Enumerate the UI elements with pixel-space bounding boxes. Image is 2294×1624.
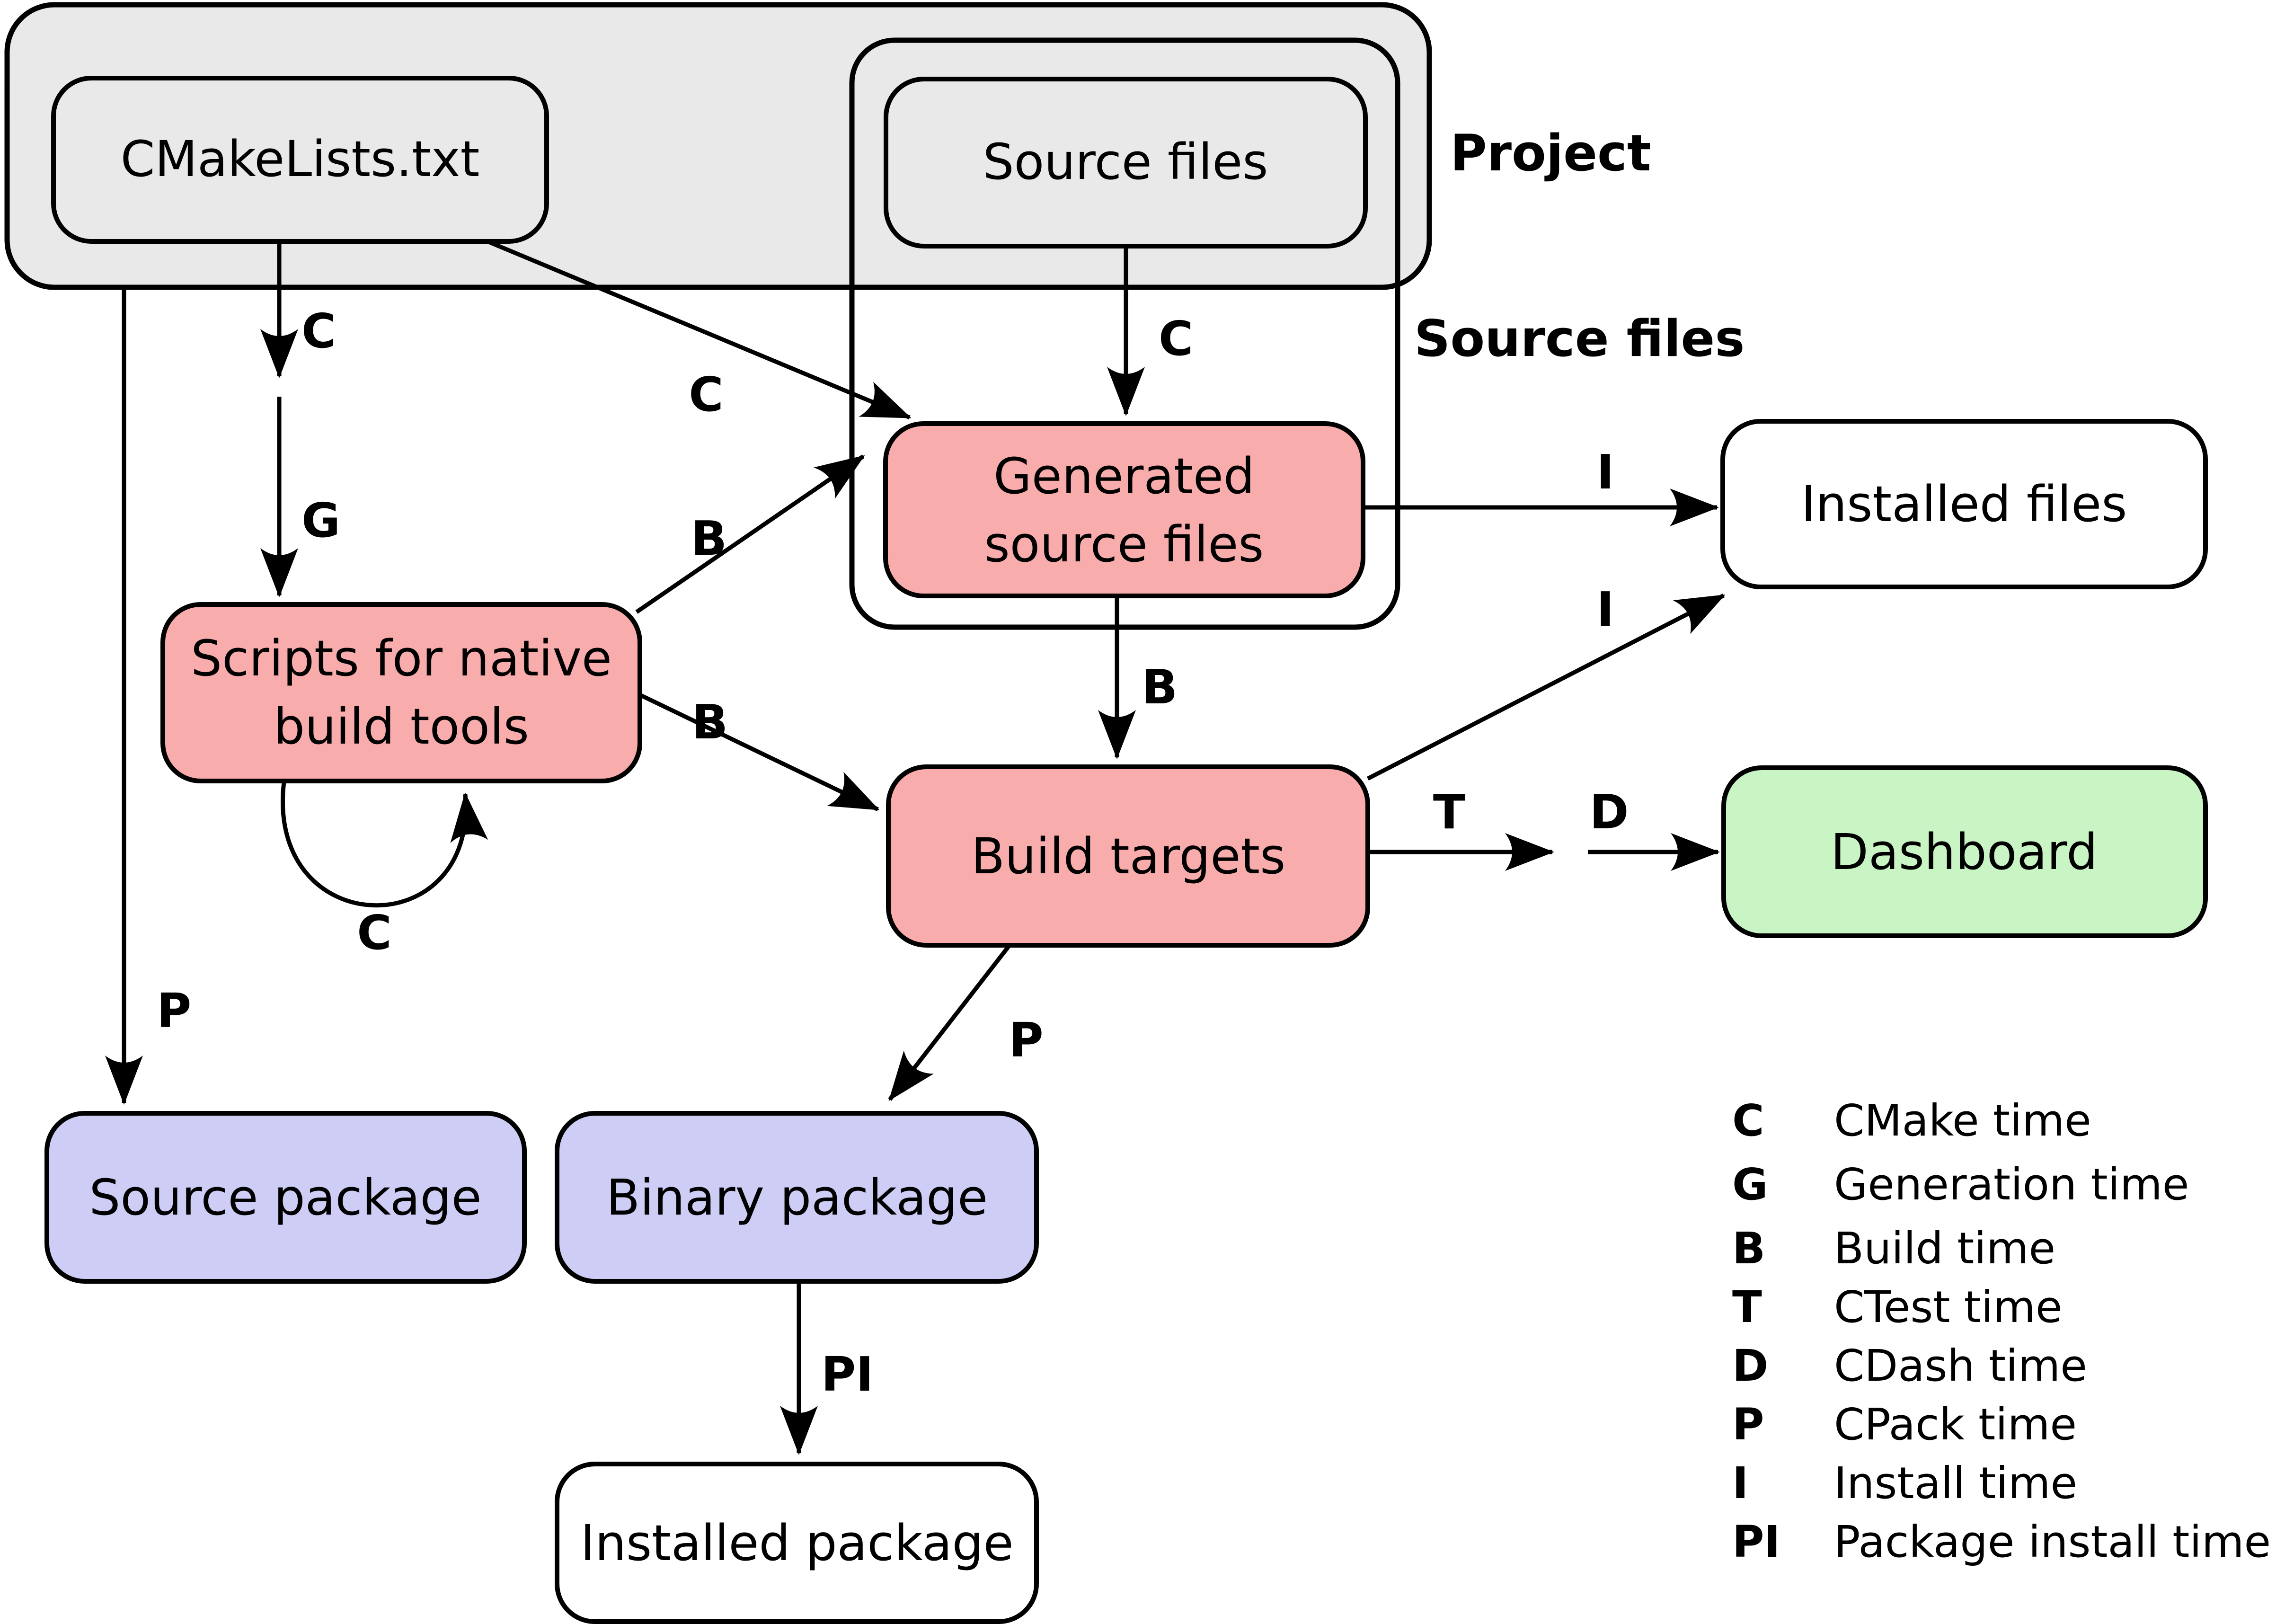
legend-key-g: G	[1732, 1159, 1768, 1210]
edge-label-g: G	[301, 493, 340, 548]
node-installed-package-label: Installed package	[580, 1514, 1013, 1572]
node-binary-package-label: Binary package	[606, 1169, 988, 1226]
legend-row: P CPack time	[1732, 1399, 2077, 1450]
edge-label-i2: I	[1596, 582, 1614, 637]
node-dashboard: Dashboard	[1721, 765, 2208, 938]
node-source-files-box	[884, 77, 1368, 248]
node-installed-files-label: Installed files	[1801, 475, 2127, 533]
node-cmakelists-box	[51, 76, 549, 244]
legend-key-i: I	[1732, 1458, 1748, 1509]
legend-label-build-time: Build time	[1834, 1223, 2055, 1274]
node-generated-source-files: Generated source files	[883, 421, 1365, 598]
legend-row: C CMake time	[1732, 1095, 2091, 1146]
node-generated-source-files-label-line1: Generated	[993, 447, 1255, 505]
node-installed-files: Installed files	[1720, 419, 2208, 589]
node-binary-package: Binary package	[555, 1111, 1039, 1284]
legend-row: D CDash time	[1732, 1340, 2087, 1391]
node-build-targets-box	[886, 764, 1370, 948]
edge-scripts-generated-b	[635, 454, 865, 614]
edge-label-p-diagonal: P	[1009, 1012, 1043, 1068]
edge-label-b2: B	[691, 511, 727, 566]
node-generated-source-files-box	[883, 421, 1365, 598]
edge-label-c1: C	[301, 303, 336, 359]
edge-label-pi: PI	[821, 1347, 874, 1402]
node-scripts-native-build-box	[160, 602, 642, 783]
legend-key-t: T	[1732, 1282, 1762, 1332]
node-installed-package-box	[555, 1462, 1039, 1624]
legend-label-cmake-time: CMake time	[1834, 1095, 2091, 1146]
node-source-package-box	[44, 1111, 527, 1284]
node-generated-source-files-label-line2: source files	[984, 515, 1264, 573]
edge-label-b3: B	[692, 694, 728, 750]
edge-label-c2: C	[1159, 311, 1193, 366]
legend-key-d: D	[1732, 1340, 1768, 1391]
node-source-package: Source package	[44, 1111, 527, 1284]
legend-row: I Install time	[1732, 1458, 2077, 1509]
node-source-files: Source files	[884, 77, 1368, 248]
node-source-files-label: Source files	[983, 133, 1268, 191]
legend-label-package-install-time: Package install time	[1834, 1517, 2271, 1567]
edge-label-c-loop: C	[357, 905, 391, 960]
edge-cmakelists-generated-c	[487, 239, 912, 420]
legend-row: PI Package install time	[1732, 1517, 2271, 1567]
edge-label-i1: I	[1596, 444, 1614, 500]
node-installed-files-box	[1720, 419, 2208, 589]
legend-row: T CTest time	[1732, 1282, 2063, 1332]
node-binary-package-box	[555, 1111, 1039, 1284]
edge-scripts-self-loop-c	[281, 781, 488, 907]
node-cmakelists-label: CMakeLists.txt	[121, 130, 480, 188]
source-files-group-label: Source files	[1414, 310, 1745, 368]
legend-key-c: C	[1732, 1095, 1764, 1146]
node-source-package-label: Source package	[89, 1169, 481, 1226]
node-build-targets-label: Build targets	[971, 827, 1286, 885]
edge-label-b1: B	[1142, 659, 1178, 715]
legend-key-b: B	[1732, 1223, 1765, 1274]
legend-label-generation-time: Generation time	[1834, 1159, 2189, 1210]
edge-buildtargets-installedfiles-i	[1366, 593, 1726, 781]
legend-label-ctest-time: CTest time	[1834, 1282, 2063, 1332]
edge-label-p-left: P	[157, 983, 191, 1038]
source-files-group-container	[849, 37, 1400, 630]
project-group-label: Project	[1450, 124, 1651, 182]
legend-key-pi: PI	[1732, 1517, 1780, 1567]
node-cmakelists: CMakeLists.txt	[51, 76, 549, 244]
legend-key-p: P	[1732, 1399, 1764, 1450]
node-dashboard-label: Dashboard	[1831, 823, 2098, 881]
edge-label-c-diagonal: C	[689, 367, 723, 422]
legend-label-cpack-time: CPack time	[1834, 1399, 2077, 1450]
node-installed-package: Installed package	[555, 1462, 1039, 1624]
edge-label-t: T	[1433, 784, 1465, 840]
node-scripts-native-build-label-line2: build tools	[274, 698, 529, 755]
legend-label-install-time: Install time	[1834, 1458, 2077, 1509]
node-scripts-native-build-label-line1: Scripts for native	[191, 630, 612, 687]
node-scripts-native-build: Scripts for native build tools	[160, 602, 642, 783]
legend-label-cdash-time: CDash time	[1834, 1340, 2087, 1391]
edge-scripts-buildtargets-b	[639, 692, 880, 812]
legend-row: B Build time	[1732, 1223, 2055, 1274]
legend-row: G Generation time	[1732, 1159, 2189, 1210]
edge-buildtargets-binarypackage-p	[888, 944, 1011, 1101]
node-build-targets: Build targets	[886, 764, 1370, 948]
legend: C CMake time G Generation time B Build t…	[1732, 1095, 2271, 1567]
node-dashboard-box	[1721, 765, 2208, 938]
edge-label-d: D	[1589, 784, 1629, 840]
